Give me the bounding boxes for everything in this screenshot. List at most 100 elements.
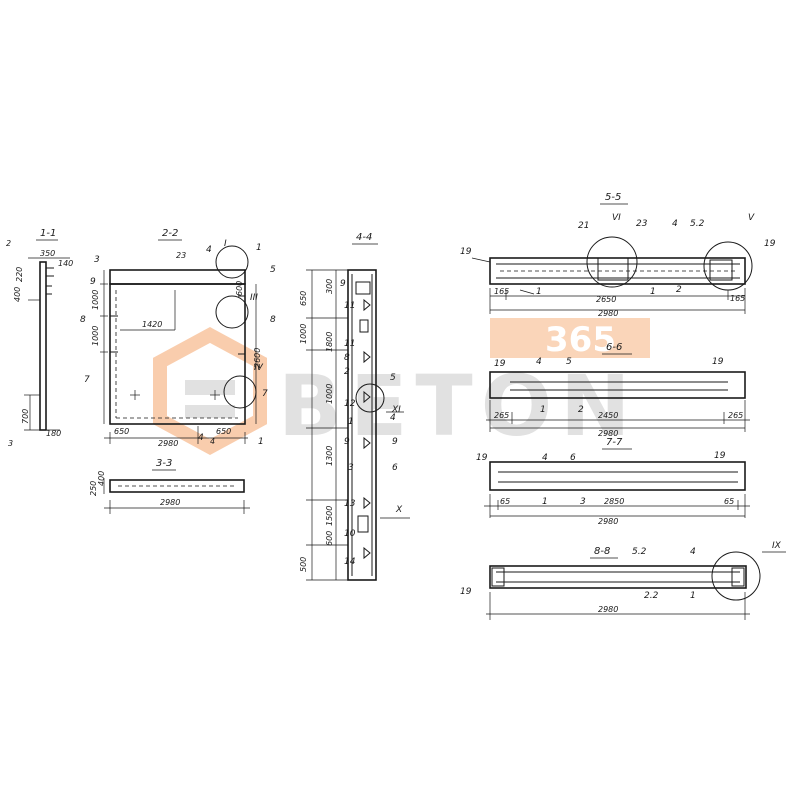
callout-circle-vi xyxy=(586,236,638,288)
label-2-2-5: 5 xyxy=(270,265,276,275)
dim-7-7-65a: 65 xyxy=(500,497,510,506)
label-7-7-19a: 19 xyxy=(476,453,488,463)
label-6-6-19a: 19 xyxy=(494,359,506,369)
dim-4-4-500: 500 xyxy=(299,557,308,572)
dim-1-1-350: 350 xyxy=(40,249,55,258)
label-4-4-11b: 11 xyxy=(344,339,355,349)
label-2-2-3: 3 xyxy=(94,255,100,265)
label-2-2-8b: 8 xyxy=(270,315,276,325)
label-7-7-3: 3 xyxy=(580,497,586,507)
dim-3-3-250: 250 xyxy=(89,481,98,496)
dim-2-2-650a: 650 xyxy=(114,427,129,436)
callout-iii: III xyxy=(250,293,258,303)
dim-2-2-600: 600 xyxy=(235,281,244,296)
dim-5-5-2980: 2980 xyxy=(598,309,618,318)
dim-7-7-65b: 65 xyxy=(724,497,734,506)
view-6-6: 6-6 265 2450 265 2980 19 4 5 19 1 2 xyxy=(486,342,750,438)
dim-8-8-2980: 2980 xyxy=(598,605,618,614)
dim-2-2-2980: 2980 xyxy=(158,439,178,448)
section-title-4-4: 4-4 xyxy=(356,232,372,243)
dim-6-6-2450: 2450 xyxy=(598,411,618,420)
dim-1-1-140: 140 xyxy=(58,259,73,268)
dim-2-2-1000b: 1000 xyxy=(91,326,100,346)
label-7-7-4: 4 xyxy=(542,453,548,463)
label-6-6-4: 4 xyxy=(536,357,542,367)
view-7-7: 7-7 65 2850 65 2980 19 4 6 19 1 3 xyxy=(476,437,750,526)
label-5-5-19b: 19 xyxy=(764,239,776,249)
label-4-4-12: 12 xyxy=(344,399,356,409)
label-5-5-1b: 1 xyxy=(650,287,656,297)
label-2-2-4: 4 xyxy=(206,245,212,255)
label-4-4-6: 6 xyxy=(392,463,398,473)
label-4-4-9a: 9 xyxy=(340,279,346,289)
label-5-5-2: 2 xyxy=(676,285,682,295)
view-5-5: 5-5 165 2650 165 2980 19 21 23 4 5.2 19 … xyxy=(460,192,776,318)
callout-i: I xyxy=(224,239,227,249)
label-4-4-14: 14 xyxy=(344,557,356,567)
label-8-8-2-2: 2.2 xyxy=(644,591,659,601)
label-2-2-8a: 8 xyxy=(80,315,86,325)
section-title-3-3: 3-3 xyxy=(156,458,172,469)
section-title-5-5: 5-5 xyxy=(605,192,621,203)
dim-5-5-165a: 165 xyxy=(494,287,509,296)
watermark-word: BETON xyxy=(278,357,638,455)
callout-x: X xyxy=(395,505,403,515)
dim-2-2-1000a: 1000 xyxy=(91,290,100,310)
section-title-2-2: 2-2 xyxy=(162,228,178,239)
watermark-badge-text: 365 xyxy=(545,320,616,360)
watermark-logo-icon xyxy=(153,327,267,455)
label-6-6-5: 5 xyxy=(566,357,572,367)
dim-7-7-2850: 2850 xyxy=(604,497,624,506)
dim-3-3-2980: 2980 xyxy=(160,498,180,507)
dim-1-1-2: 2 xyxy=(6,239,11,248)
callout-iv: IV xyxy=(254,363,264,373)
label-4-4-8: 8 xyxy=(344,353,350,363)
view-3-3: 3-3 250 400 2980 xyxy=(89,458,250,514)
label-4-4-10: 10 xyxy=(344,529,356,539)
dim-4-4-300: 300 xyxy=(325,279,334,294)
callout-circle-iii xyxy=(215,295,249,329)
dim-5-5-165b: 165 xyxy=(730,294,745,303)
dim-6-6-265a: 265 xyxy=(494,411,509,420)
dim-4-4-650: 650 xyxy=(299,291,308,306)
label-5-5-19a: 19 xyxy=(460,247,472,257)
callout-vi: VI xyxy=(612,213,621,223)
dim-6-6-2980: 2980 xyxy=(598,429,618,438)
label-5-5-4: 4 xyxy=(672,219,678,229)
callout-xi: XI xyxy=(391,405,401,415)
dim-4-4-1000b: 1000 xyxy=(325,384,334,404)
view-2-2: 2-2 23 1000 1000 1420 2600 650 2980 xyxy=(80,228,276,448)
dim-6-6-265b: 265 xyxy=(728,411,743,420)
label-4-4-13: 13 xyxy=(344,499,356,509)
label-5-5-21: 21 xyxy=(578,221,589,231)
label-2-2-1b: 1 xyxy=(258,437,264,447)
callout-circle-xi xyxy=(355,383,385,413)
label-5-5-1a: 1 xyxy=(536,287,542,297)
label-7-7-1: 1 xyxy=(542,497,548,507)
label-6-6-19b: 19 xyxy=(712,357,724,367)
dim-5-5-2650: 2650 xyxy=(596,295,616,304)
dim-2-2-650b: 650 xyxy=(216,427,231,436)
label-2-2-7b: 7 xyxy=(262,389,268,399)
section-title-1-1: 1-1 xyxy=(40,228,56,239)
dim-1-1-220: 220 xyxy=(15,267,24,282)
dim-2-2-2600: 2600 xyxy=(253,348,262,368)
section-title-6-6: 6-6 xyxy=(606,342,622,353)
view-1-1: 1-1 350 140 220 2 400 700 180 3 xyxy=(6,228,73,448)
dim-1-1-3: 3 xyxy=(8,439,13,448)
view-4-4: 4-4 650 300 1000 1800 1000 1300 1500 600… xyxy=(299,232,410,581)
dim-4-4-1000a: 1000 xyxy=(299,324,308,344)
label-6-6-2: 2 xyxy=(578,405,584,415)
dim-4-4-1800: 1800 xyxy=(325,332,334,352)
label-4-4-4: 4 xyxy=(390,413,396,423)
label-8-8-19: 19 xyxy=(460,587,472,597)
watermark-badge xyxy=(490,318,650,358)
watermark: 365 BETON xyxy=(153,318,650,455)
dim-1-1-700: 700 xyxy=(21,409,30,424)
label-6-6-1: 1 xyxy=(540,405,546,415)
section-title-8-8: 8-8 xyxy=(594,546,610,557)
view-8-8: 8-8 2980 5.2 4 19 2.2 1 IX xyxy=(460,541,786,620)
dim-2-2-1420: 1420 xyxy=(142,320,162,329)
label-4-4-5: 5 xyxy=(390,373,396,383)
